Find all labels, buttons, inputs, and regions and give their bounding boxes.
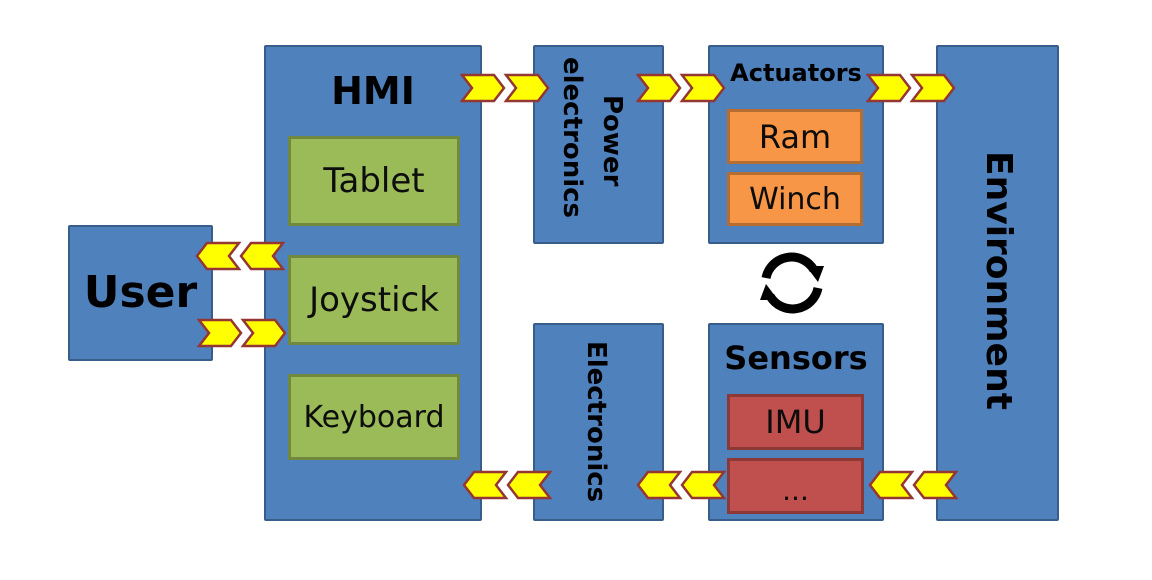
arrow-actuators-to-environment	[866, 73, 956, 103]
electronics-label: Electronics	[581, 341, 611, 503]
power-electronics-block: Power electronics	[533, 45, 664, 244]
user-label: User	[83, 267, 198, 318]
arrow-electronics-to-hmi	[462, 470, 552, 500]
actuators-label: Actuators	[730, 59, 862, 87]
electronics-label-line2: electronics	[557, 57, 587, 219]
other-sensors: ...	[727, 458, 864, 514]
arrow-hmi-to-power-electronics	[460, 73, 550, 103]
tablet-device: Tablet	[288, 136, 460, 226]
keyboard-device: Keyboard	[288, 374, 460, 460]
power-label: Power	[597, 95, 627, 187]
environment-block: Environment	[936, 45, 1059, 521]
ram-actuator: Ram	[727, 109, 863, 164]
winch-actuator: Winch	[727, 172, 863, 226]
joystick-device: Joystick	[288, 255, 460, 345]
user-block: User	[68, 225, 213, 361]
arrow-environment-to-sensors	[868, 470, 958, 500]
sensors-label: Sensors	[724, 339, 868, 377]
arrow-hmi-to-user	[195, 241, 285, 271]
arrow-user-to-hmi	[197, 318, 287, 348]
arrow-power-electronics-to-actuators	[636, 73, 726, 103]
environment-label: Environment	[978, 151, 1019, 410]
refresh-cycle-icon	[760, 252, 824, 314]
electronics-block: Electronics	[533, 323, 664, 521]
hmi-label: HMI	[331, 69, 415, 113]
imu-sensor: IMU	[727, 394, 864, 450]
arrow-sensors-to-electronics	[636, 470, 726, 500]
